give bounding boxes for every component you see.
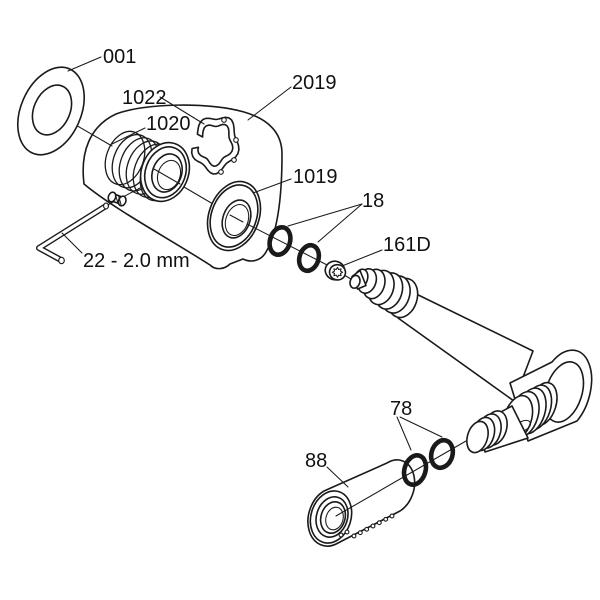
bushing-ring bbox=[206, 180, 262, 252]
leader-001 bbox=[67, 56, 102, 72]
label-1020: 1020 bbox=[146, 113, 191, 135]
leader-22 bbox=[61, 232, 83, 254]
axis-line-sleeve bbox=[335, 440, 467, 517]
o-ring-78-a bbox=[401, 453, 429, 487]
o-ring-78-b bbox=[428, 437, 456, 471]
label-22: 22 - 2.0 mm bbox=[83, 250, 190, 272]
axis-line-bore bbox=[153, 168, 181, 185]
axis-line-tip bbox=[344, 274, 352, 280]
flat-washer bbox=[17, 66, 85, 156]
leader-78-a bbox=[396, 416, 412, 451]
leader-88 bbox=[326, 466, 349, 488]
leader-18-a bbox=[287, 203, 363, 227]
leader-18-b bbox=[317, 203, 363, 243]
callout-labels: 001 1022 2019 1020 1019 18 161D 22 - 2.0… bbox=[83, 46, 431, 472]
knurl-dots bbox=[338, 513, 395, 539]
label-1022: 1022 bbox=[122, 87, 167, 109]
label-1019: 1019 bbox=[293, 166, 338, 188]
leader-1019 bbox=[252, 178, 292, 194]
leader-1020 bbox=[111, 127, 146, 145]
label-18: 18 bbox=[362, 190, 384, 212]
leader-2019 bbox=[247, 86, 292, 121]
allen-key bbox=[36, 202, 109, 265]
o-ring-18-a bbox=[267, 224, 293, 258]
threaded-barrel bbox=[104, 130, 191, 203]
label-001: 001 bbox=[103, 46, 136, 68]
leader-1022 bbox=[159, 96, 205, 125]
spline-star bbox=[331, 266, 344, 278]
leader-161d bbox=[341, 249, 383, 267]
splined-nut bbox=[324, 260, 347, 281]
set-screw bbox=[107, 191, 127, 207]
label-161d: 161D bbox=[383, 234, 431, 256]
label-78: 78 bbox=[390, 398, 412, 420]
wave-spring-ring bbox=[190, 116, 240, 175]
label-88: 88 bbox=[305, 450, 327, 472]
wave-spring-ring-band bbox=[190, 116, 240, 175]
end-sleeve bbox=[307, 459, 416, 547]
o-ring-18-b bbox=[296, 242, 322, 274]
spigot bbox=[466, 405, 529, 454]
label-2019: 2019 bbox=[292, 72, 337, 94]
leader-78-b bbox=[399, 416, 443, 438]
axle-shaft bbox=[349, 267, 534, 402]
leader-lines bbox=[61, 56, 443, 488]
